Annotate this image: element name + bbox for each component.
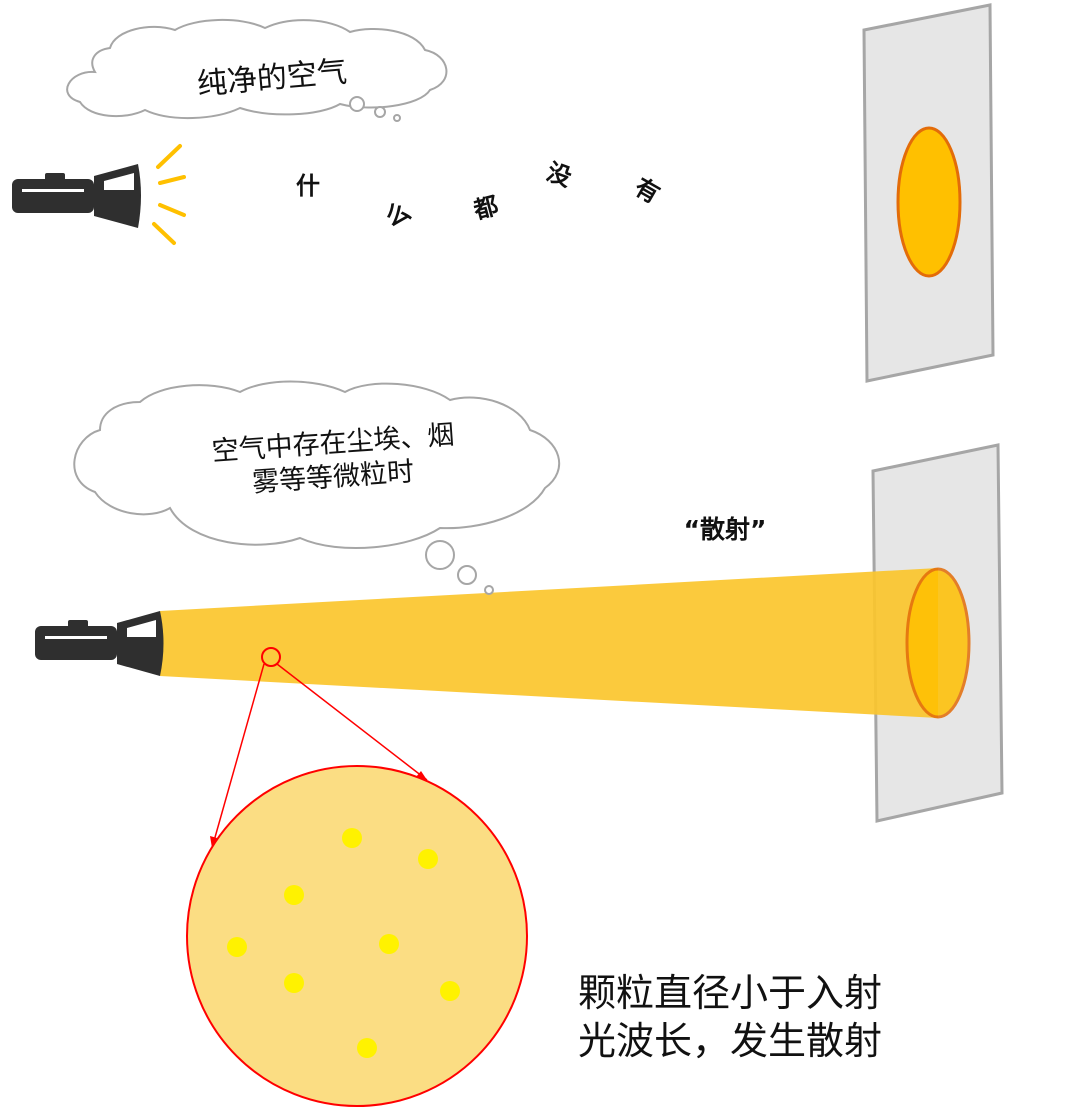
- caption-line2: 光波长，发生散射: [578, 1019, 882, 1063]
- particle: [440, 981, 460, 1001]
- flashlight-icon: [12, 164, 141, 228]
- arc-char-2: 么: [381, 196, 415, 232]
- thought-cloud-icon: [73, 380, 561, 595]
- scene-clean-air: 纯净的空气 什 么 都 没 有: [12, 3, 995, 383]
- nothing-visible-text: 什 么 都 没 有: [296, 158, 664, 232]
- light-rays-icon: [152, 144, 186, 245]
- arc-char-3: 都: [470, 191, 501, 225]
- light-spot-2: [905, 567, 971, 719]
- scattering-label: “散射”: [684, 515, 767, 544]
- particle: [284, 973, 304, 993]
- particle: [284, 885, 304, 905]
- particle: [379, 934, 399, 954]
- scene-dusty-air: 空气中存在尘埃、烟 雾等等微粒时 “散射”: [35, 380, 1004, 1107]
- particles: [227, 828, 460, 1058]
- particle: [357, 1038, 377, 1058]
- particle: [342, 828, 362, 848]
- magnified-view: [186, 765, 528, 1107]
- flashlight-icon: [35, 611, 164, 676]
- particle: [227, 937, 247, 957]
- thought-cloud-icon: [66, 19, 448, 122]
- caption-line1: 颗粒直径小于入射: [578, 971, 882, 1015]
- particle: [418, 849, 438, 869]
- arc-char-5: 有: [630, 173, 665, 209]
- light-beam: [160, 568, 938, 718]
- arc-char-4: 没: [543, 158, 576, 193]
- light-spot-1: [896, 126, 962, 278]
- screen-panel-1: [862, 3, 995, 383]
- magnifier-icon: [186, 647, 528, 1107]
- magnifier-focus-circle: [261, 647, 281, 667]
- arc-char-1: 什: [296, 172, 320, 200]
